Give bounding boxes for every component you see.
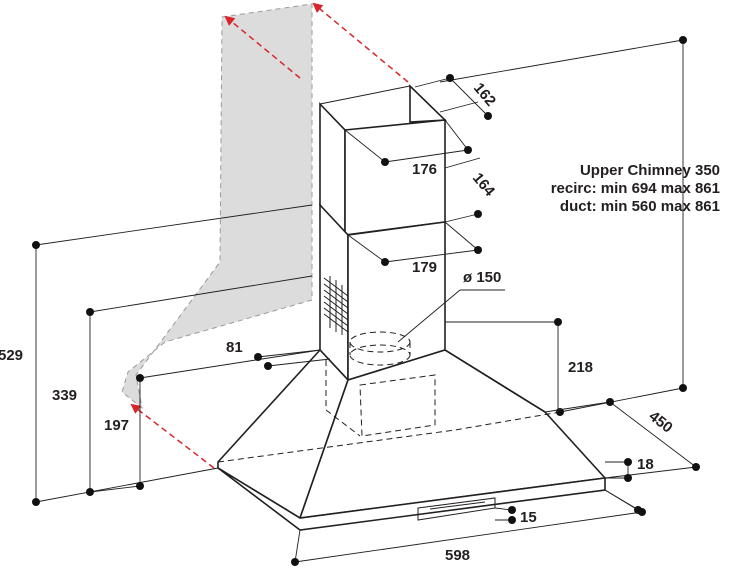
ventilation-grille (323, 276, 349, 335)
dim-wall-height-mid: 339 (52, 387, 77, 404)
dim-front-thickness: 18 (637, 456, 654, 473)
dim-bracket-offset: 81 (226, 339, 243, 356)
dim-duct-diameter: ø 150 (463, 269, 501, 286)
mounting-arrow-bottom (130, 403, 215, 469)
dim-wall-height-low: 197 (104, 417, 129, 434)
dim-control-height: 15 (520, 509, 537, 526)
dim-width: 598 (445, 547, 470, 564)
dim-chimney-lower-width: 179 (412, 259, 437, 276)
dim-wall-height-total: 529 (0, 347, 23, 364)
hood-canopy (217, 348, 607, 531)
mounting-arrow-top-left (224, 15, 301, 79)
mounting-arrow-top-right (312, 2, 409, 83)
wall-silhouette (121, 3, 313, 410)
lower-chimney (319, 202, 446, 383)
dim-chimney-lower-depth: 164 (469, 170, 499, 201)
upper-chimney (319, 84, 447, 238)
dim-canopy-height: 218 (568, 359, 593, 376)
dim-chimney-top-depth: 162 (470, 80, 499, 110)
note-upper-chimney: Upper Chimney 350 (580, 162, 720, 179)
chimney-notes: Upper Chimney 350 recirc: min 694 max 86… (551, 162, 720, 215)
duct-outlet (349, 331, 411, 366)
dim-chimney-top-width: 176 (412, 161, 437, 178)
note-duct: duct: min 560 max 861 (560, 198, 720, 215)
note-recirc: recirc: min 694 max 861 (551, 180, 720, 197)
